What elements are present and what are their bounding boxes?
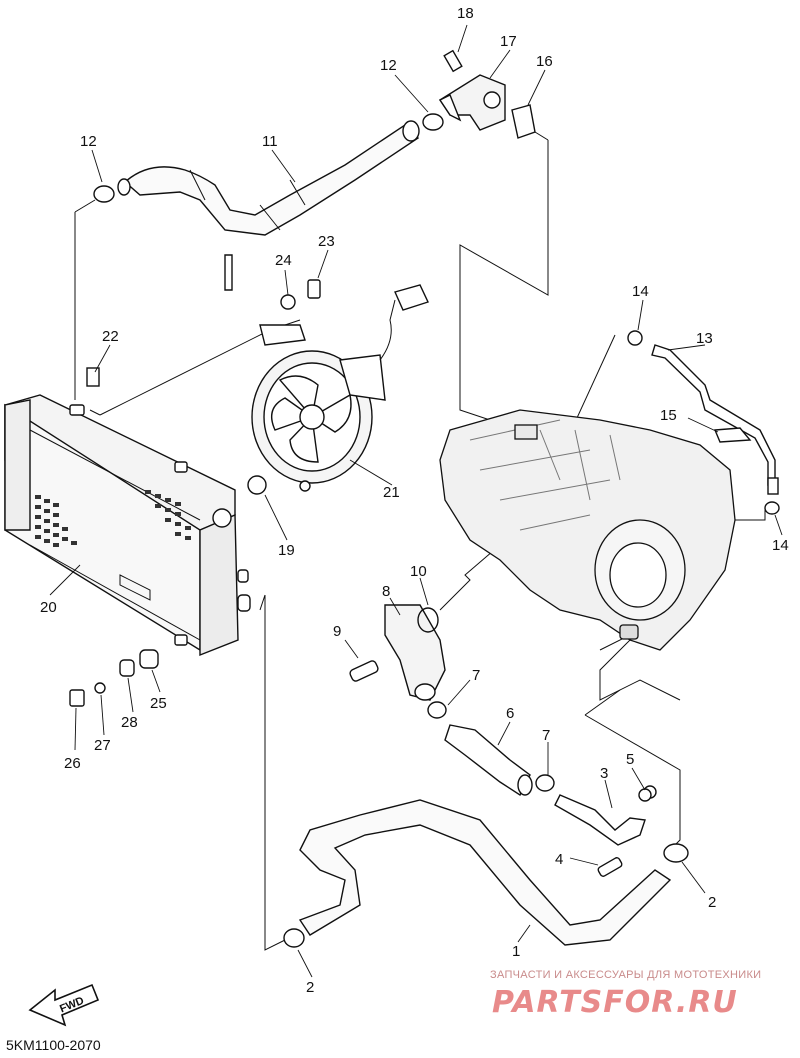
callout-2-right: 2 <box>708 894 716 911</box>
engine-block <box>439 409 736 651</box>
leader-lines <box>49 24 783 978</box>
callout-13: 13 <box>696 330 713 347</box>
callout-16: 16 <box>536 53 553 70</box>
callout-4: 4 <box>555 851 563 868</box>
callout-24: 24 <box>275 252 292 269</box>
callout-14-bottom: 14 <box>772 537 789 554</box>
callout-14-top: 14 <box>632 283 649 300</box>
callout-3: 3 <box>600 765 608 782</box>
callout-25: 25 <box>150 695 167 712</box>
callout-11: 11 <box>262 133 278 150</box>
radiator-core <box>4 394 251 657</box>
fwd-arrow: FWD <box>28 983 100 1027</box>
callout-12-top: 12 <box>380 57 397 74</box>
radiator-hose-1 <box>298 799 672 946</box>
callout-7-lower: 7 <box>542 727 550 744</box>
callout-19: 19 <box>278 542 295 559</box>
breather-hose-13 <box>651 344 779 495</box>
callout-28: 28 <box>121 714 138 731</box>
callout-10: 10 <box>410 563 427 580</box>
water-pump-housing-8 <box>349 604 446 701</box>
cooling-fan-assembly <box>224 254 429 492</box>
callout-18: 18 <box>457 5 474 22</box>
callout-6: 6 <box>506 705 514 722</box>
radiator-fin-hatching <box>35 490 191 547</box>
callout-23: 23 <box>318 233 335 250</box>
callout-2-bottom: 2 <box>306 979 314 996</box>
mounting-hardware <box>69 279 652 802</box>
callout-21: 21 <box>383 484 400 501</box>
callouts: 18 17 16 12 12 11 23 24 22 14 13 15 14 2… <box>40 5 789 996</box>
callout-27: 27 <box>94 737 111 754</box>
callout-5: 5 <box>626 751 634 768</box>
clamps <box>93 113 780 948</box>
callout-20: 20 <box>40 599 57 616</box>
callout-7-upper: 7 <box>472 667 480 684</box>
callout-15: 15 <box>660 407 677 424</box>
callout-1: 1 <box>512 943 520 960</box>
callout-9: 9 <box>333 623 341 640</box>
diagram-part-code: 5KM1100-2070 <box>6 1037 101 1053</box>
thermostat-cover-17 <box>438 49 536 139</box>
hose-6 <box>444 724 533 797</box>
callout-12-left: 12 <box>80 133 97 150</box>
callout-17: 17 <box>500 33 517 50</box>
watermark-logo: PARTSFOR.RU <box>492 985 738 1020</box>
watermark: ЗАПЧАСТИ И АКСЕССУАРЫ ДЛЯ МОТОТЕХНИКИ PA… <box>490 969 761 1020</box>
callout-26: 26 <box>64 755 81 772</box>
watermark-caption: ЗАПЧАСТИ И АКСЕССУАРЫ ДЛЯ МОТОТЕХНИКИ <box>490 969 761 981</box>
outlet-hose-11 <box>117 120 420 236</box>
callout-8: 8 <box>382 583 390 600</box>
callout-22: 22 <box>102 328 119 345</box>
